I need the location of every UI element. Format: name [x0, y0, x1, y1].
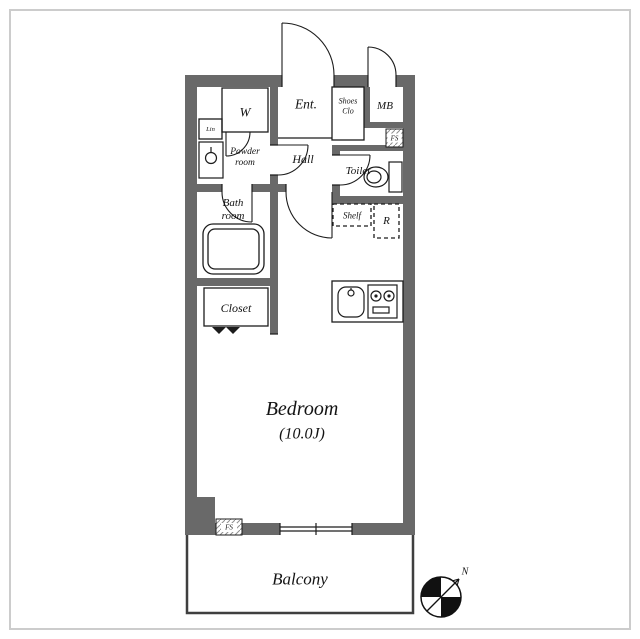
label-powder-room-line1: Powder	[229, 147, 260, 157]
meter-box-door-arc	[367, 46, 397, 76]
washbasin-icon	[198, 141, 224, 179]
label-compass-north: N	[461, 567, 470, 578]
partitions	[198, 86, 400, 327]
door-arcs	[221, 22, 397, 239]
stove-icon	[367, 284, 398, 319]
label-hall: Hall	[291, 152, 314, 166]
label-bath-room-line1: Bath	[223, 197, 244, 209]
kitchen-counter	[331, 280, 404, 323]
door-jambs	[221, 75, 397, 535]
compass-icon	[420, 576, 462, 618]
label-fs-upper: FS	[390, 135, 399, 143]
label-bath-room-line2: room	[222, 210, 245, 222]
label-toilet: Toilet	[346, 165, 372, 177]
label-w-closet: W	[240, 105, 252, 120]
interior-walls	[197, 87, 403, 535]
kitchen-sink-icon	[337, 286, 365, 318]
label-linen: Lin	[205, 126, 215, 133]
balcony-sliding-door-icon	[280, 523, 352, 535]
label-shoes-closet-line1: Shoes	[339, 97, 358, 106]
bathtub-icon	[202, 223, 265, 275]
pipe-shaft-upper	[385, 128, 404, 148]
w-closet-door-arc	[225, 131, 251, 157]
pipe-shaft-lower	[215, 518, 243, 536]
label-shelf: Shelf	[343, 211, 362, 221]
toilet-icon	[363, 161, 403, 193]
label-powder-room-line2: room	[235, 158, 255, 168]
label-balcony: Balcony	[272, 570, 328, 589]
label-closet: Closet	[221, 301, 252, 315]
outer-walls	[185, 75, 415, 535]
label-meter-box: MB	[376, 100, 393, 112]
powder-room-door-arc	[277, 144, 309, 176]
label-fs-lower: FS	[224, 524, 233, 532]
toilet-door-arc	[339, 154, 371, 186]
label-bedroom-size: (10.0J)	[279, 426, 325, 443]
balcony-outline	[185, 535, 415, 615]
bath-door-arc	[221, 191, 253, 223]
closet-folding-door-icon	[212, 327, 240, 334]
label-bedroom: Bedroom	[266, 398, 339, 420]
bedroom-door-arc	[285, 191, 333, 239]
label-entrance: Ent.	[294, 97, 317, 112]
entrance-door-arc	[281, 22, 335, 76]
label-shoes-closet-line2: Clo	[342, 107, 354, 116]
label-refrigerator: R	[382, 215, 390, 227]
